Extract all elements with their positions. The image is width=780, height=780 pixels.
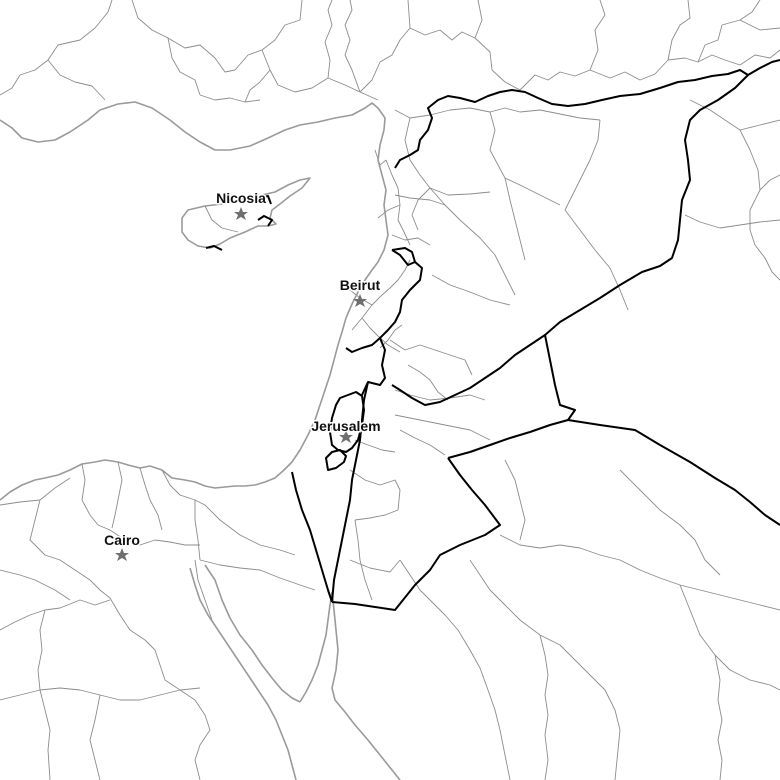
cyprus-admin [204,205,239,233]
levant-admin-boundaries [379,99,780,441]
star-icon [234,207,248,220]
star-icon [115,548,129,561]
sinai-coast-east [299,591,333,703]
lebanon-israel-admin [349,149,411,353]
international-borders [291,59,780,611]
city-cairo[interactable]: Cairo [103,531,141,561]
sinai-coast-west [204,564,301,703]
city-label-nicosia: Nicosia [216,190,266,206]
arabia-red-sea-coast [331,591,401,780]
star-icon [339,430,353,443]
suez-coast [189,567,297,780]
egypt-admin-boundaries [0,461,316,780]
city-label-jerusalem: Jerusalem [311,418,380,434]
city-jerusalem[interactable]: Jerusalem [310,417,382,443]
city-label-beirut: Beirut [340,277,381,293]
arabia-admin-boundaries [349,429,780,780]
levant-coastline [0,129,389,501]
star-icon [353,294,367,307]
cyprus-buffer-zone [205,195,273,251]
turkey-coastline [0,101,386,151]
turkey-admin-boundaries [0,0,780,103]
city-beirut[interactable]: Beirut [338,276,382,307]
city-label-cairo: Cairo [104,532,140,548]
city-nicosia[interactable]: Nicosia [215,189,268,220]
